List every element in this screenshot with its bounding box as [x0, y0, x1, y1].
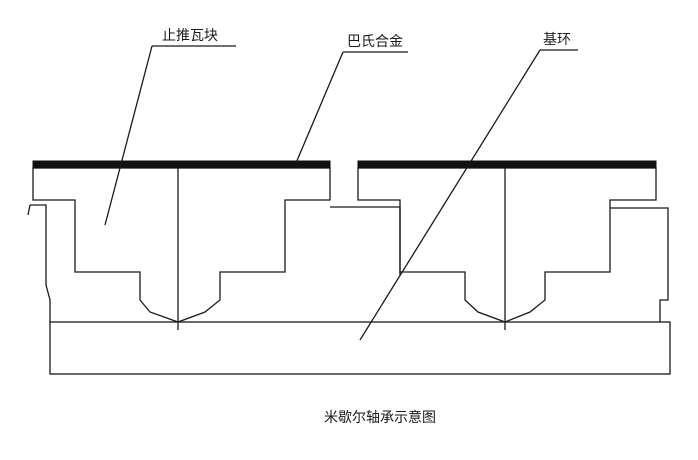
label-babbitt: 巴氏合金: [347, 34, 403, 50]
housing-outline: [27, 204, 669, 322]
babbitt-layer-right: [357, 160, 657, 169]
label-base-ring: 基环: [543, 31, 571, 48]
thrust-pad-left: [32, 167, 331, 323]
thrust-pad-right: [357, 167, 657, 323]
base-ring: [49, 321, 671, 375]
leader-babbitt: [295, 51, 408, 164]
leader-thrust-pad: [104, 45, 236, 226]
diagram-caption: 米歇尔轴承示意图: [324, 409, 436, 426]
babbitt-layer-left: [32, 160, 331, 169]
leader-base-ring: [359, 49, 578, 341]
label-thrust-pad: 止推瓦块: [162, 28, 218, 44]
